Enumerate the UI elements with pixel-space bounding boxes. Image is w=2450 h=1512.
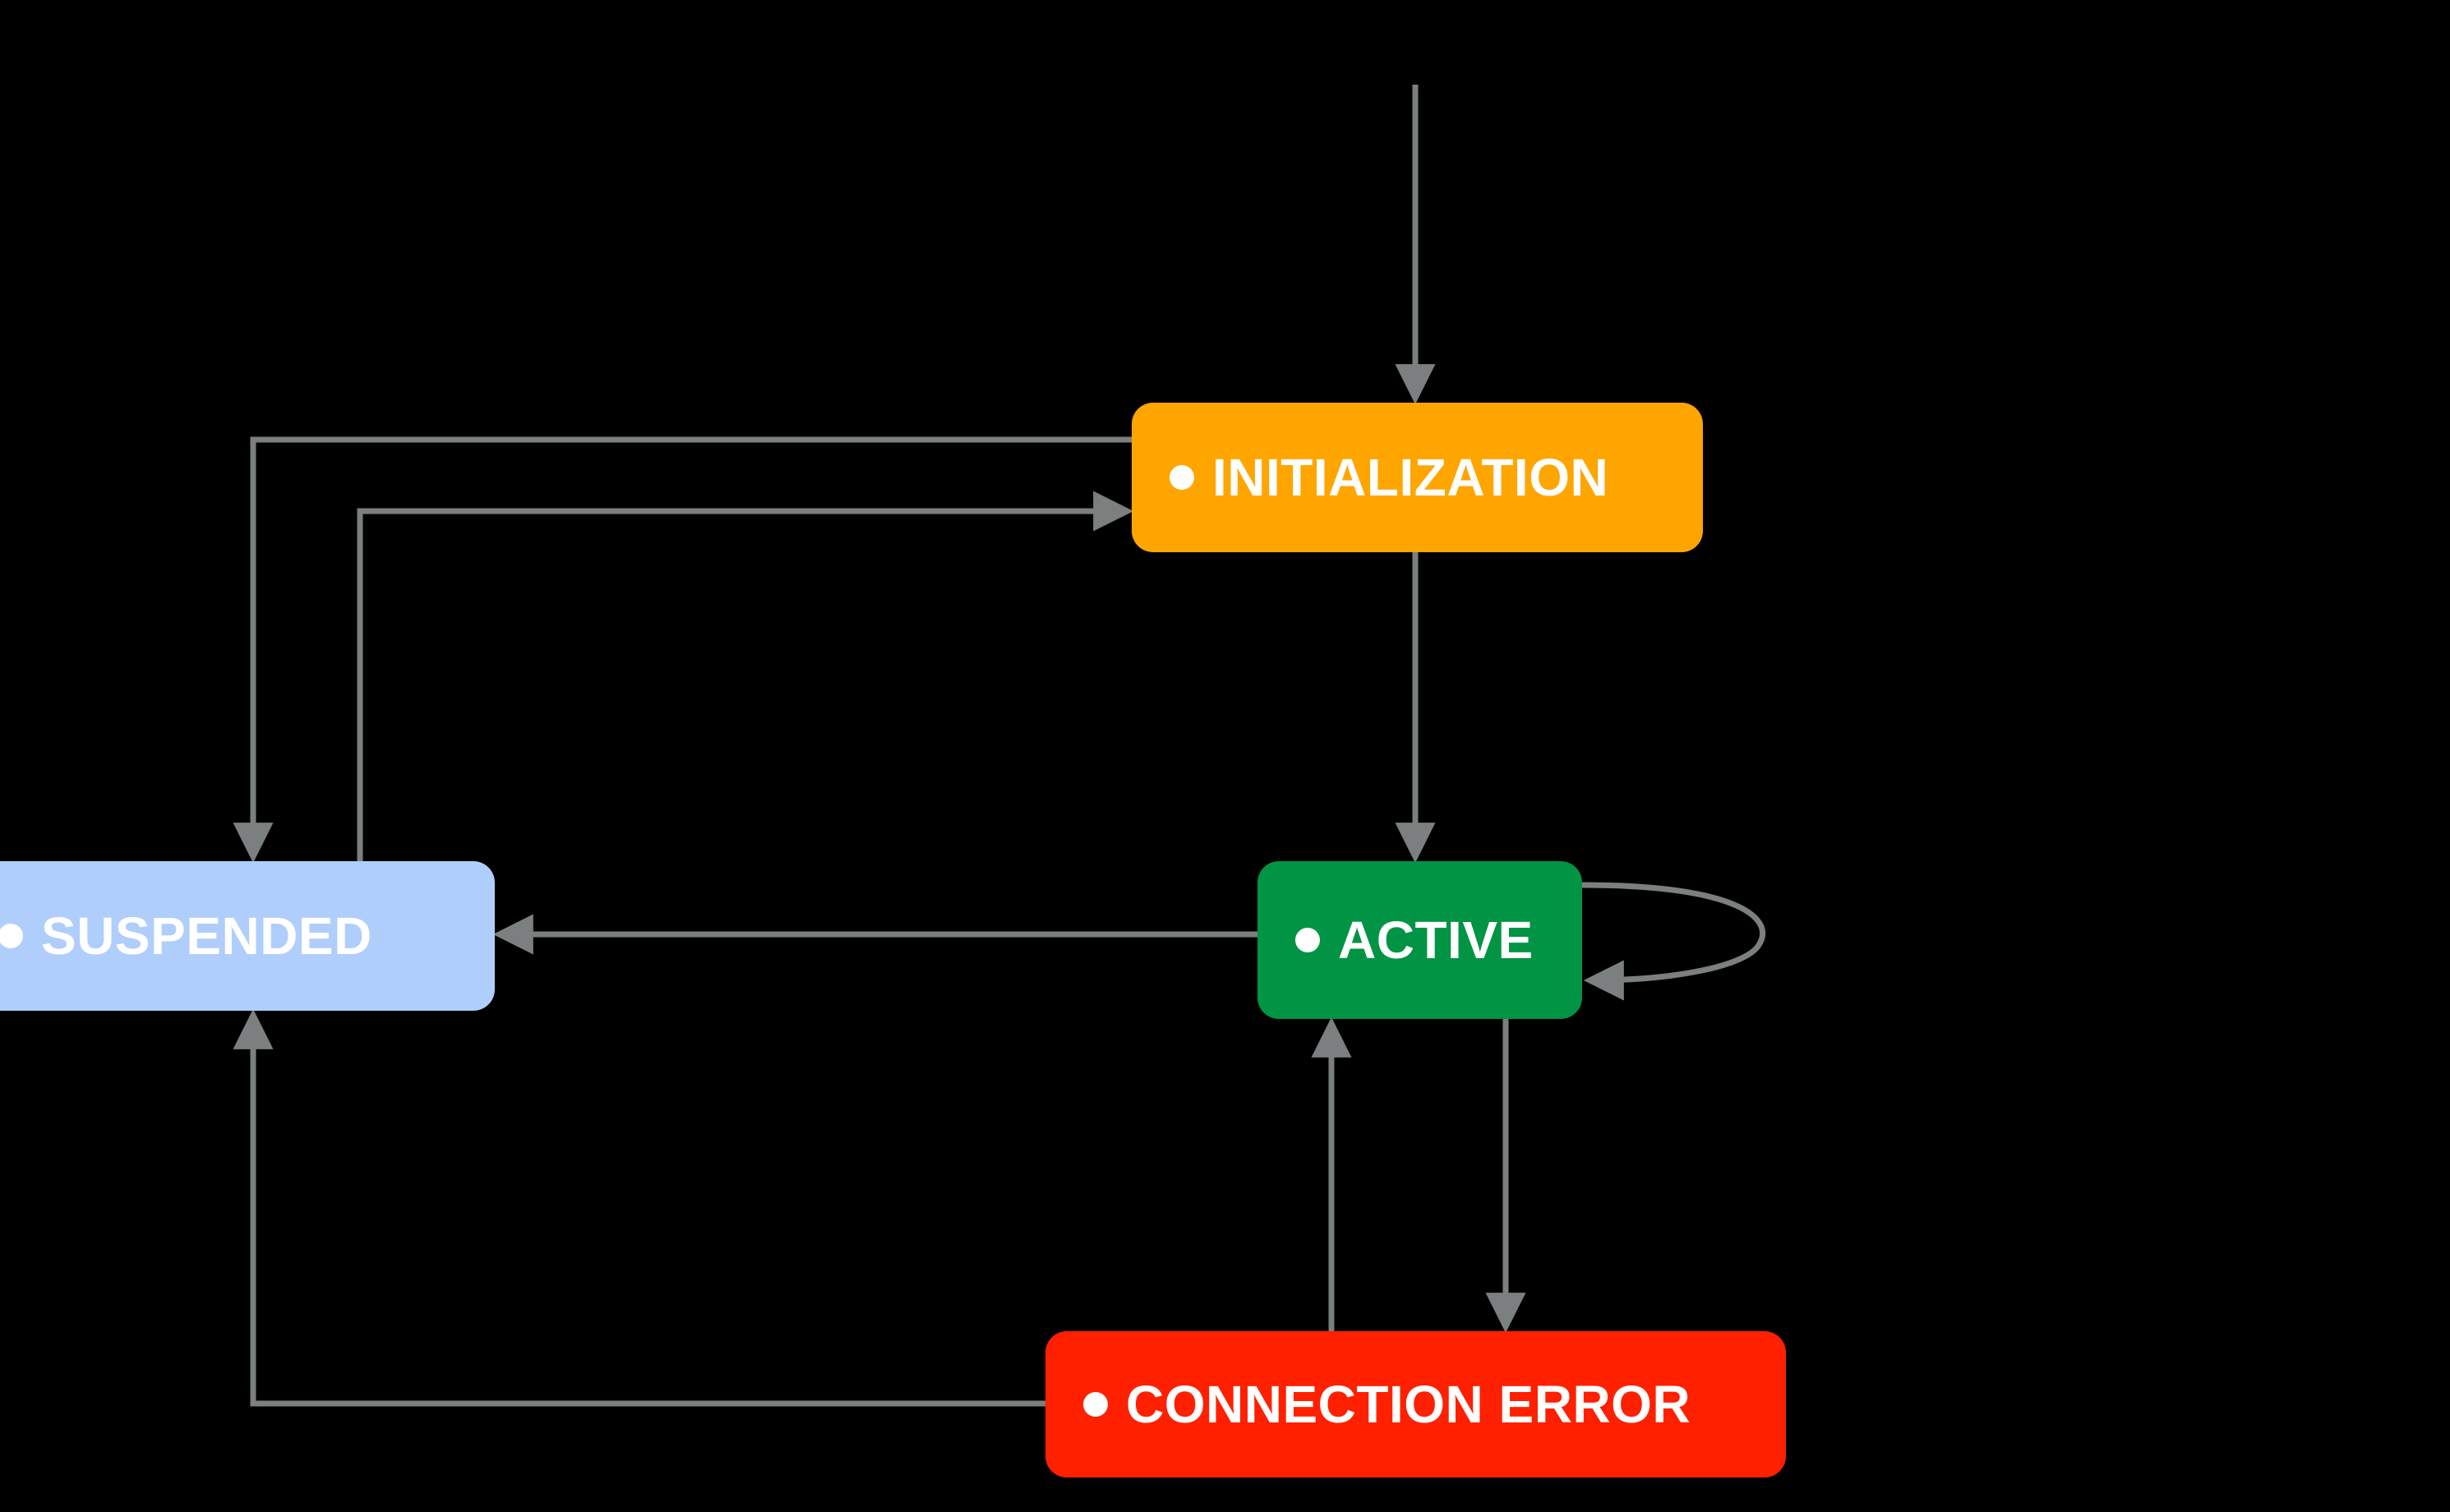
state-node-active[interactable]: ACTIVE <box>1257 861 1582 1019</box>
edge-connection-error-to-suspended <box>233 1008 1045 1407</box>
edge-active-self-loop <box>1581 882 1766 1001</box>
state-node-initialization[interactable]: INITIALIZATION <box>1132 403 1703 552</box>
status-dot-icon <box>1170 465 1194 490</box>
status-dot-icon <box>0 924 23 948</box>
state-node-label: ACTIVE <box>1338 910 1534 970</box>
state-node-label: INITIALIZATION <box>1212 448 1609 507</box>
edge-initialization-to-suspended <box>233 436 1132 864</box>
status-dot-icon <box>1295 928 1320 952</box>
state-node-label: CONNECTION ERROR <box>1126 1375 1691 1434</box>
state-node-connection-error[interactable]: CONNECTION ERROR <box>1045 1331 1786 1477</box>
status-dot-icon <box>1083 1392 1108 1417</box>
state-node-label: SUSPENDED <box>41 906 372 966</box>
edge-suspended-to-initialization <box>357 491 1134 861</box>
state-node-suspended[interactable]: SUSPENDED <box>0 861 495 1011</box>
